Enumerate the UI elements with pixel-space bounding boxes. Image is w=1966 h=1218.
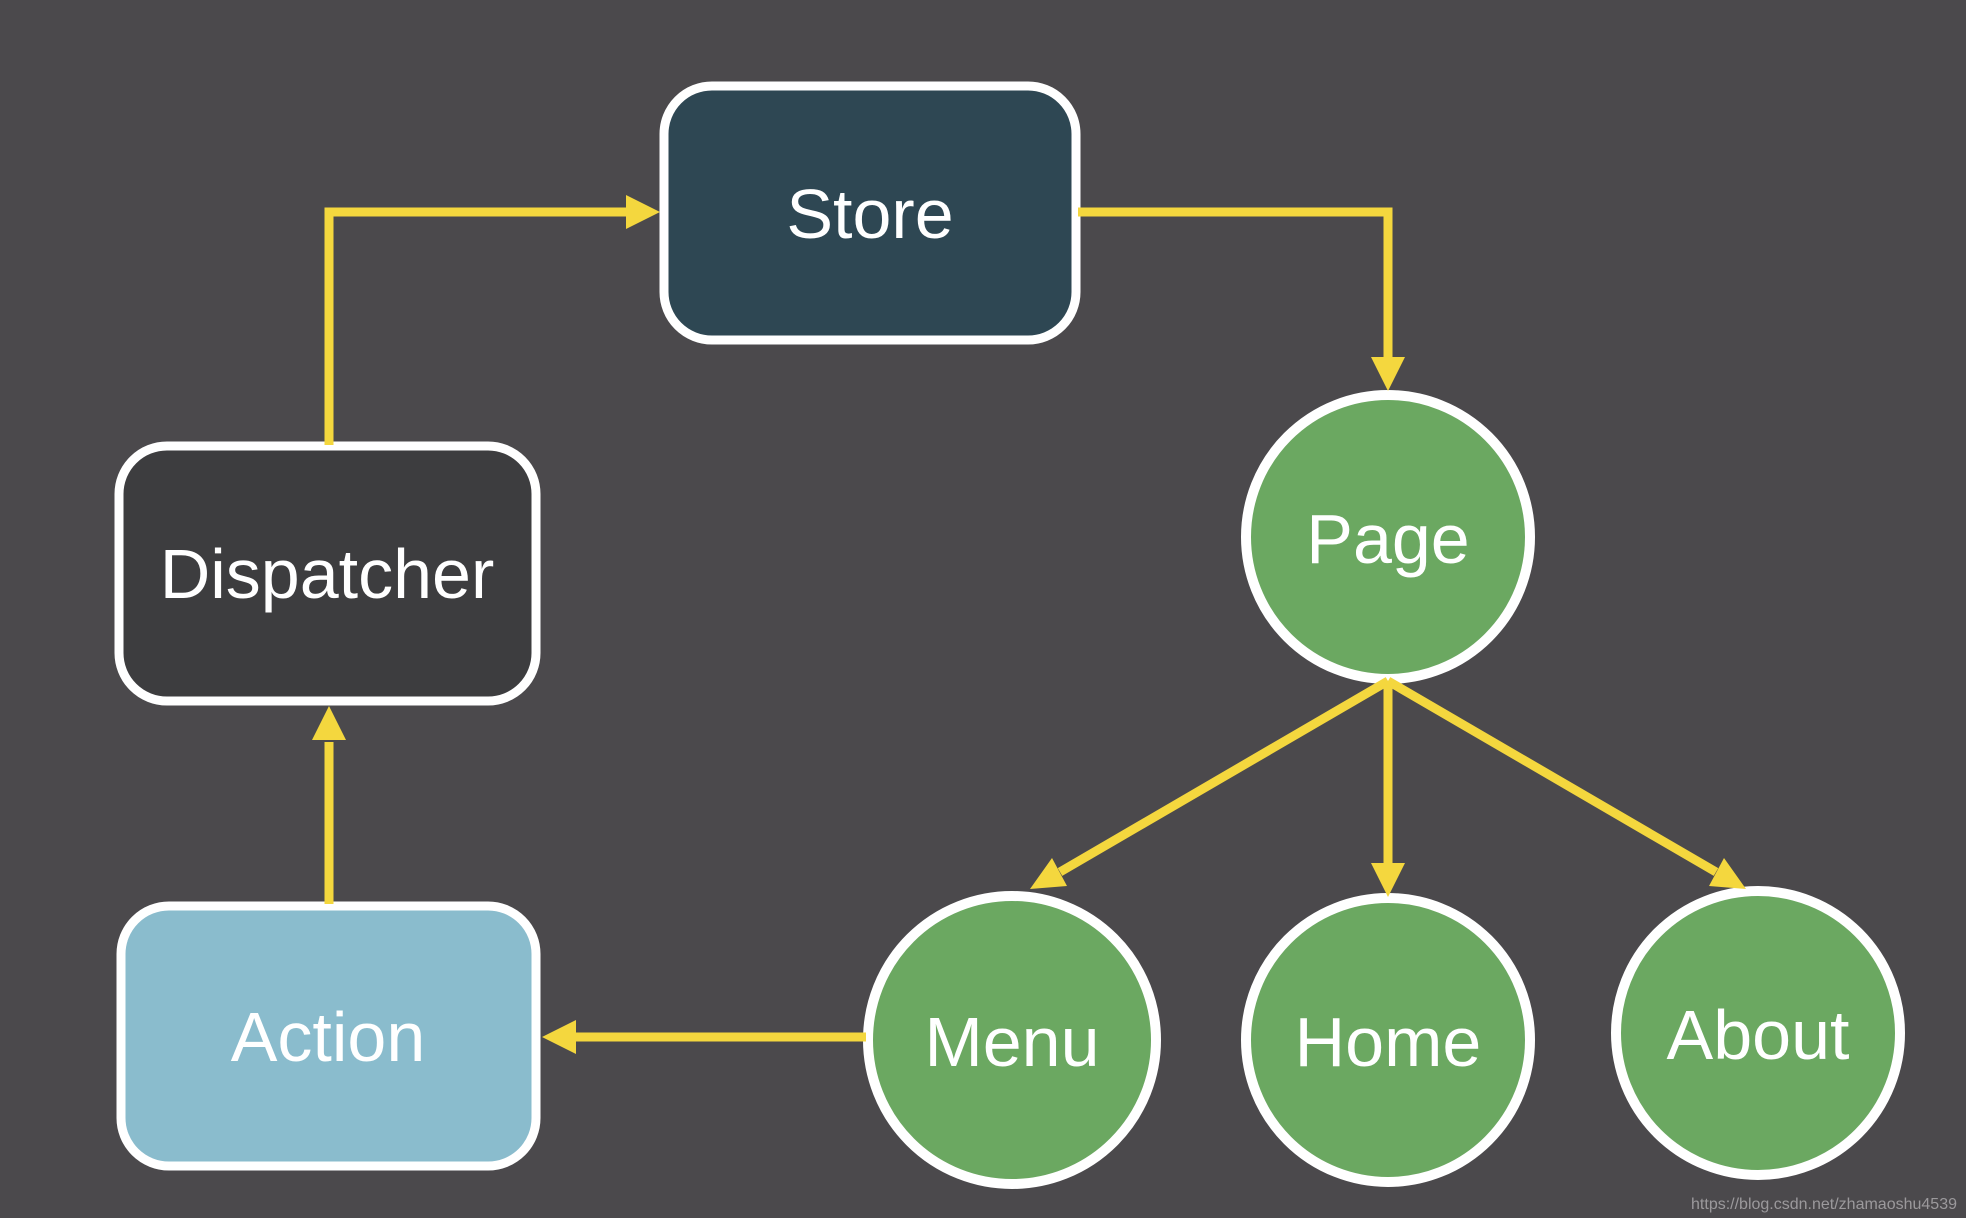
about-label: About (1667, 996, 1850, 1074)
dispatcher-node: Dispatcher (114, 441, 541, 706)
home-label: Home (1295, 1003, 1482, 1081)
arrow-page-to-home-head (1371, 863, 1405, 897)
menu-node-shape (863, 891, 1161, 1189)
dispatcher-label: Dispatcher (160, 535, 495, 613)
menu-node: Menu (863, 891, 1161, 1189)
arrow-dispatcher-to-store-head (626, 195, 660, 229)
arrow-action-to-dispatcher-head (312, 706, 346, 740)
home-node: Home (1241, 893, 1535, 1187)
store-node-shape (659, 81, 1081, 345)
about-node: About (1611, 886, 1905, 1180)
store-label: Store (786, 175, 953, 253)
arrow-page-to-about-head (1709, 858, 1746, 889)
action-label: Action (231, 998, 426, 1076)
dispatcher-node-shape (114, 441, 541, 706)
action-node-shape (116, 901, 541, 1171)
arrow-store-to-page (1078, 207, 1405, 391)
arrow-action-to-dispatcher (312, 706, 346, 904)
watermark-url: https://blog.csdn.net/zhamaoshu4539 (1691, 1196, 1957, 1213)
arrow-menu-to-action (542, 1020, 866, 1054)
arrow-dispatcher-to-store-line (324, 207, 630, 445)
action-node: Action (116, 901, 541, 1171)
arrow-store-to-page-line (1078, 207, 1393, 359)
arrow-page-to-about-line (1385, 677, 1719, 876)
home-node-shape (1241, 893, 1535, 1187)
arrow-menu-to-action-head (542, 1020, 576, 1054)
arrow-store-to-page-head (1371, 357, 1405, 391)
arrow-page-to-home (1371, 681, 1405, 897)
store-node: Store (659, 81, 1081, 345)
arrow-page-to-menu (1030, 677, 1391, 889)
page-label: Page (1306, 500, 1469, 578)
menu-label: Menu (924, 1003, 1099, 1081)
page-node-shape (1241, 390, 1535, 684)
arrow-page-to-menu-head (1030, 858, 1067, 889)
arrow-page-to-about (1385, 677, 1746, 889)
arrow-page-to-menu-line (1057, 677, 1391, 876)
about-node-shape (1611, 886, 1905, 1180)
page-node: Page (1241, 390, 1535, 684)
arrow-dispatcher-to-store (324, 195, 660, 445)
